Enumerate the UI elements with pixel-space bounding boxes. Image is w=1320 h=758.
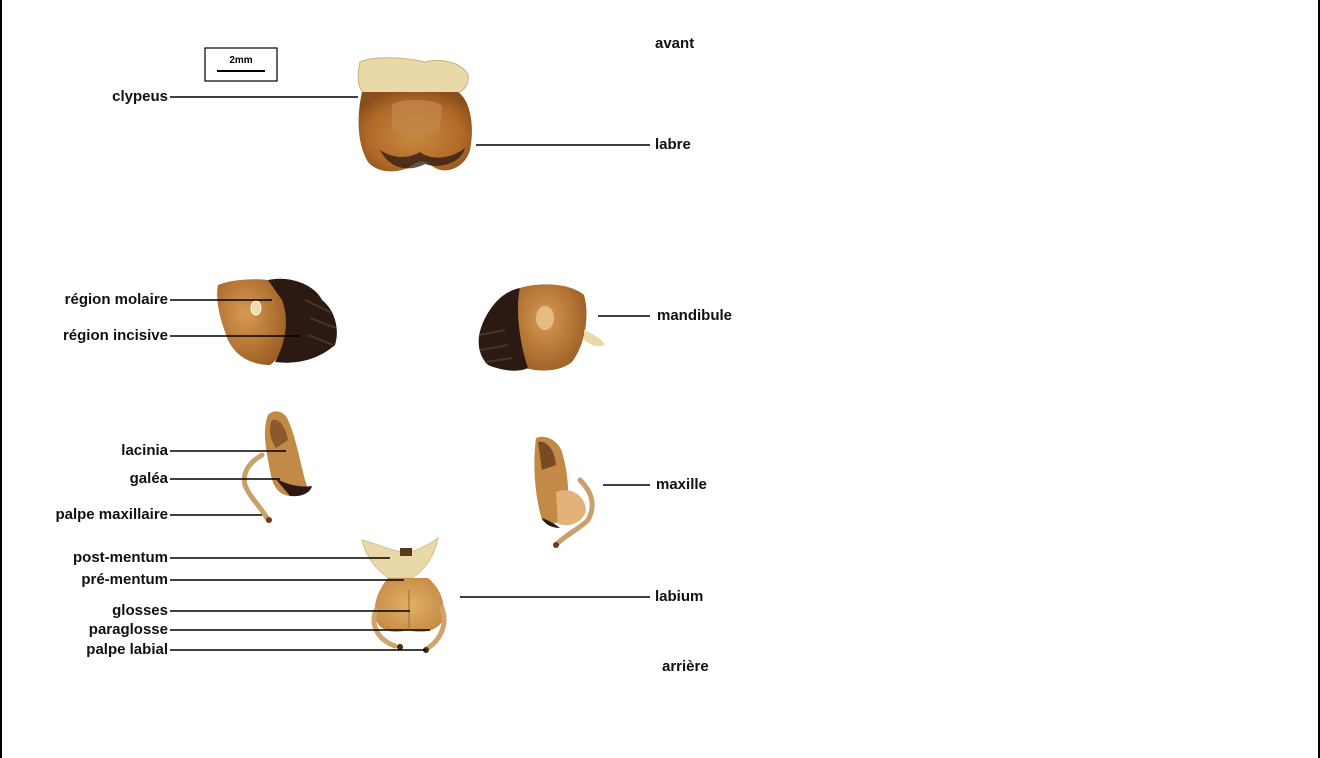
- scale-bar: 2mm: [205, 48, 277, 81]
- label-region-molaire: région molaire: [0, 291, 168, 309]
- scale-bar-label: 2mm: [229, 55, 252, 66]
- maxilla-left-specimen: [244, 411, 312, 523]
- maxilla-right-specimen: [534, 437, 592, 548]
- label-labium: labium: [655, 588, 703, 606]
- label-paraglosse: paraglosse: [0, 621, 168, 639]
- label-mandibule: mandibule: [657, 307, 732, 325]
- label-pre-mentum: pré-mentum: [0, 571, 168, 589]
- label-post-mentum: post-mentum: [0, 549, 168, 567]
- label-galea: galéa: [0, 470, 168, 488]
- label-palpe-maxillaire: palpe maxillaire: [0, 506, 168, 524]
- label-labre: labre: [655, 136, 691, 154]
- labium-specimen: [362, 538, 444, 653]
- label-glosses: glosses: [0, 602, 168, 620]
- mandible-left-specimen: [217, 279, 337, 365]
- orientation-bottom-label: arrière: [662, 658, 709, 676]
- orientation-top-label: avant: [655, 35, 694, 53]
- clypeus-labrum-specimen: [358, 58, 472, 172]
- label-clypeus: clypeus: [0, 88, 168, 106]
- label-maxille: maxille: [656, 476, 707, 494]
- label-palpe-labial: palpe labial: [0, 641, 168, 659]
- mandible-right-specimen: [479, 284, 605, 370]
- label-region-incisive: région incisive: [0, 327, 168, 345]
- label-lacinia: lacinia: [0, 442, 168, 460]
